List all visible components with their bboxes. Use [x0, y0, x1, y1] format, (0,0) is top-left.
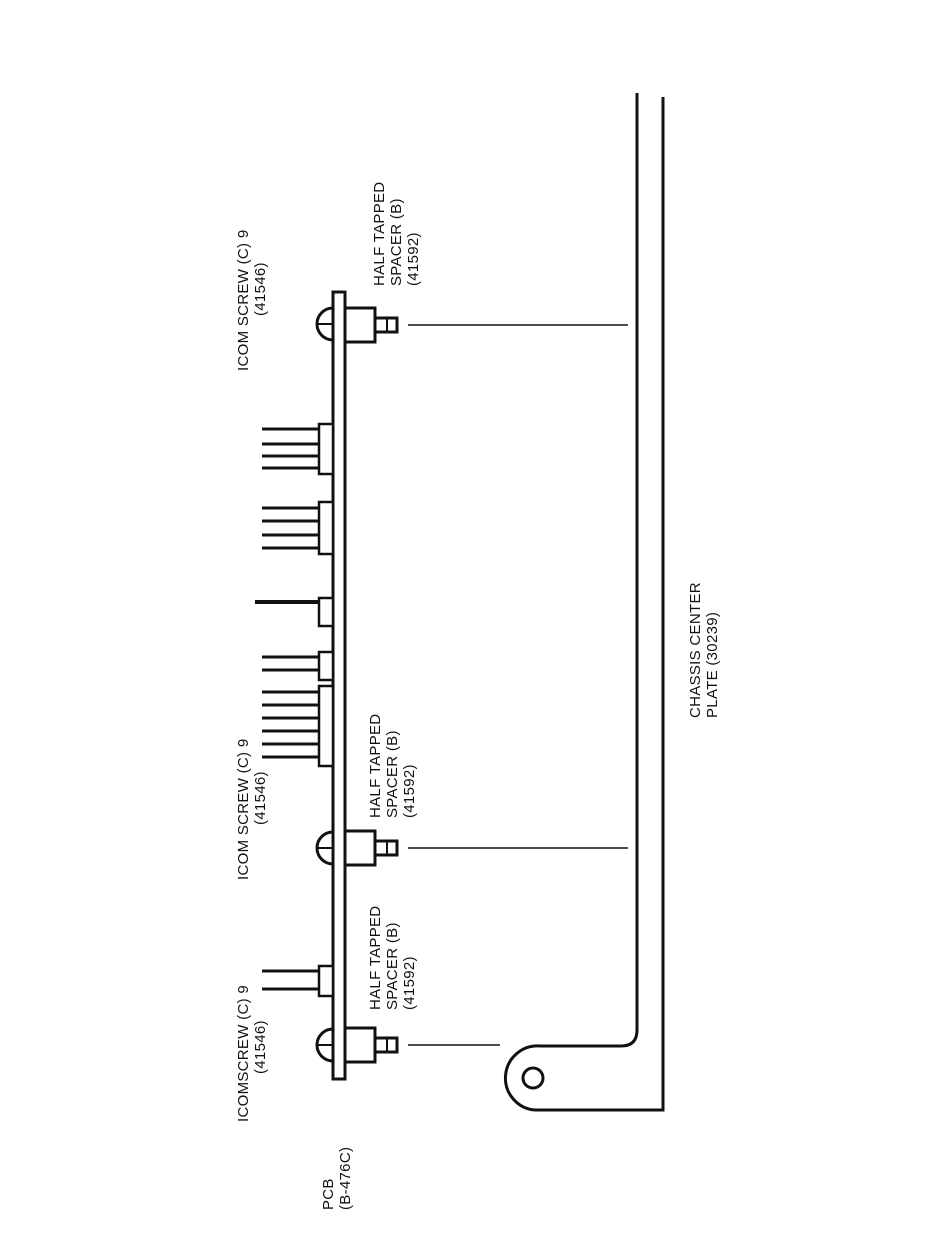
label-screw-top: ICOM SCREW (C) 9 (41546)	[235, 225, 269, 371]
label-spacer-top: HALF TAPPED SPACER (B) (41592)	[371, 177, 422, 286]
label-chassis-plate: CHASSIS CENTER PLATE (30239)	[687, 578, 721, 718]
chassis-center-plate	[505, 93, 663, 1110]
mounting-hole	[523, 1068, 543, 1088]
label-spacer-middle: HALF TAPPED SPACER (B) (41592)	[367, 709, 418, 818]
connector-d	[262, 652, 333, 680]
label-spacer-bottom: HALF TAPPED SPACER (B) (41592)	[367, 901, 418, 1010]
connector-c	[255, 598, 333, 626]
connector-f	[262, 966, 333, 996]
pcb-board	[333, 292, 345, 1079]
connector-a	[262, 424, 333, 474]
screw-spacer-bottom	[317, 1028, 397, 1062]
screw-spacer-top	[317, 308, 397, 342]
label-screw-bottom: ICOMSCREW (C) 9 (41546)	[235, 981, 269, 1122]
connector-b	[262, 502, 333, 554]
connector-e	[262, 686, 333, 766]
screw-spacer-middle	[317, 831, 397, 865]
label-pcb: PCB (B-476C)	[320, 1147, 354, 1210]
